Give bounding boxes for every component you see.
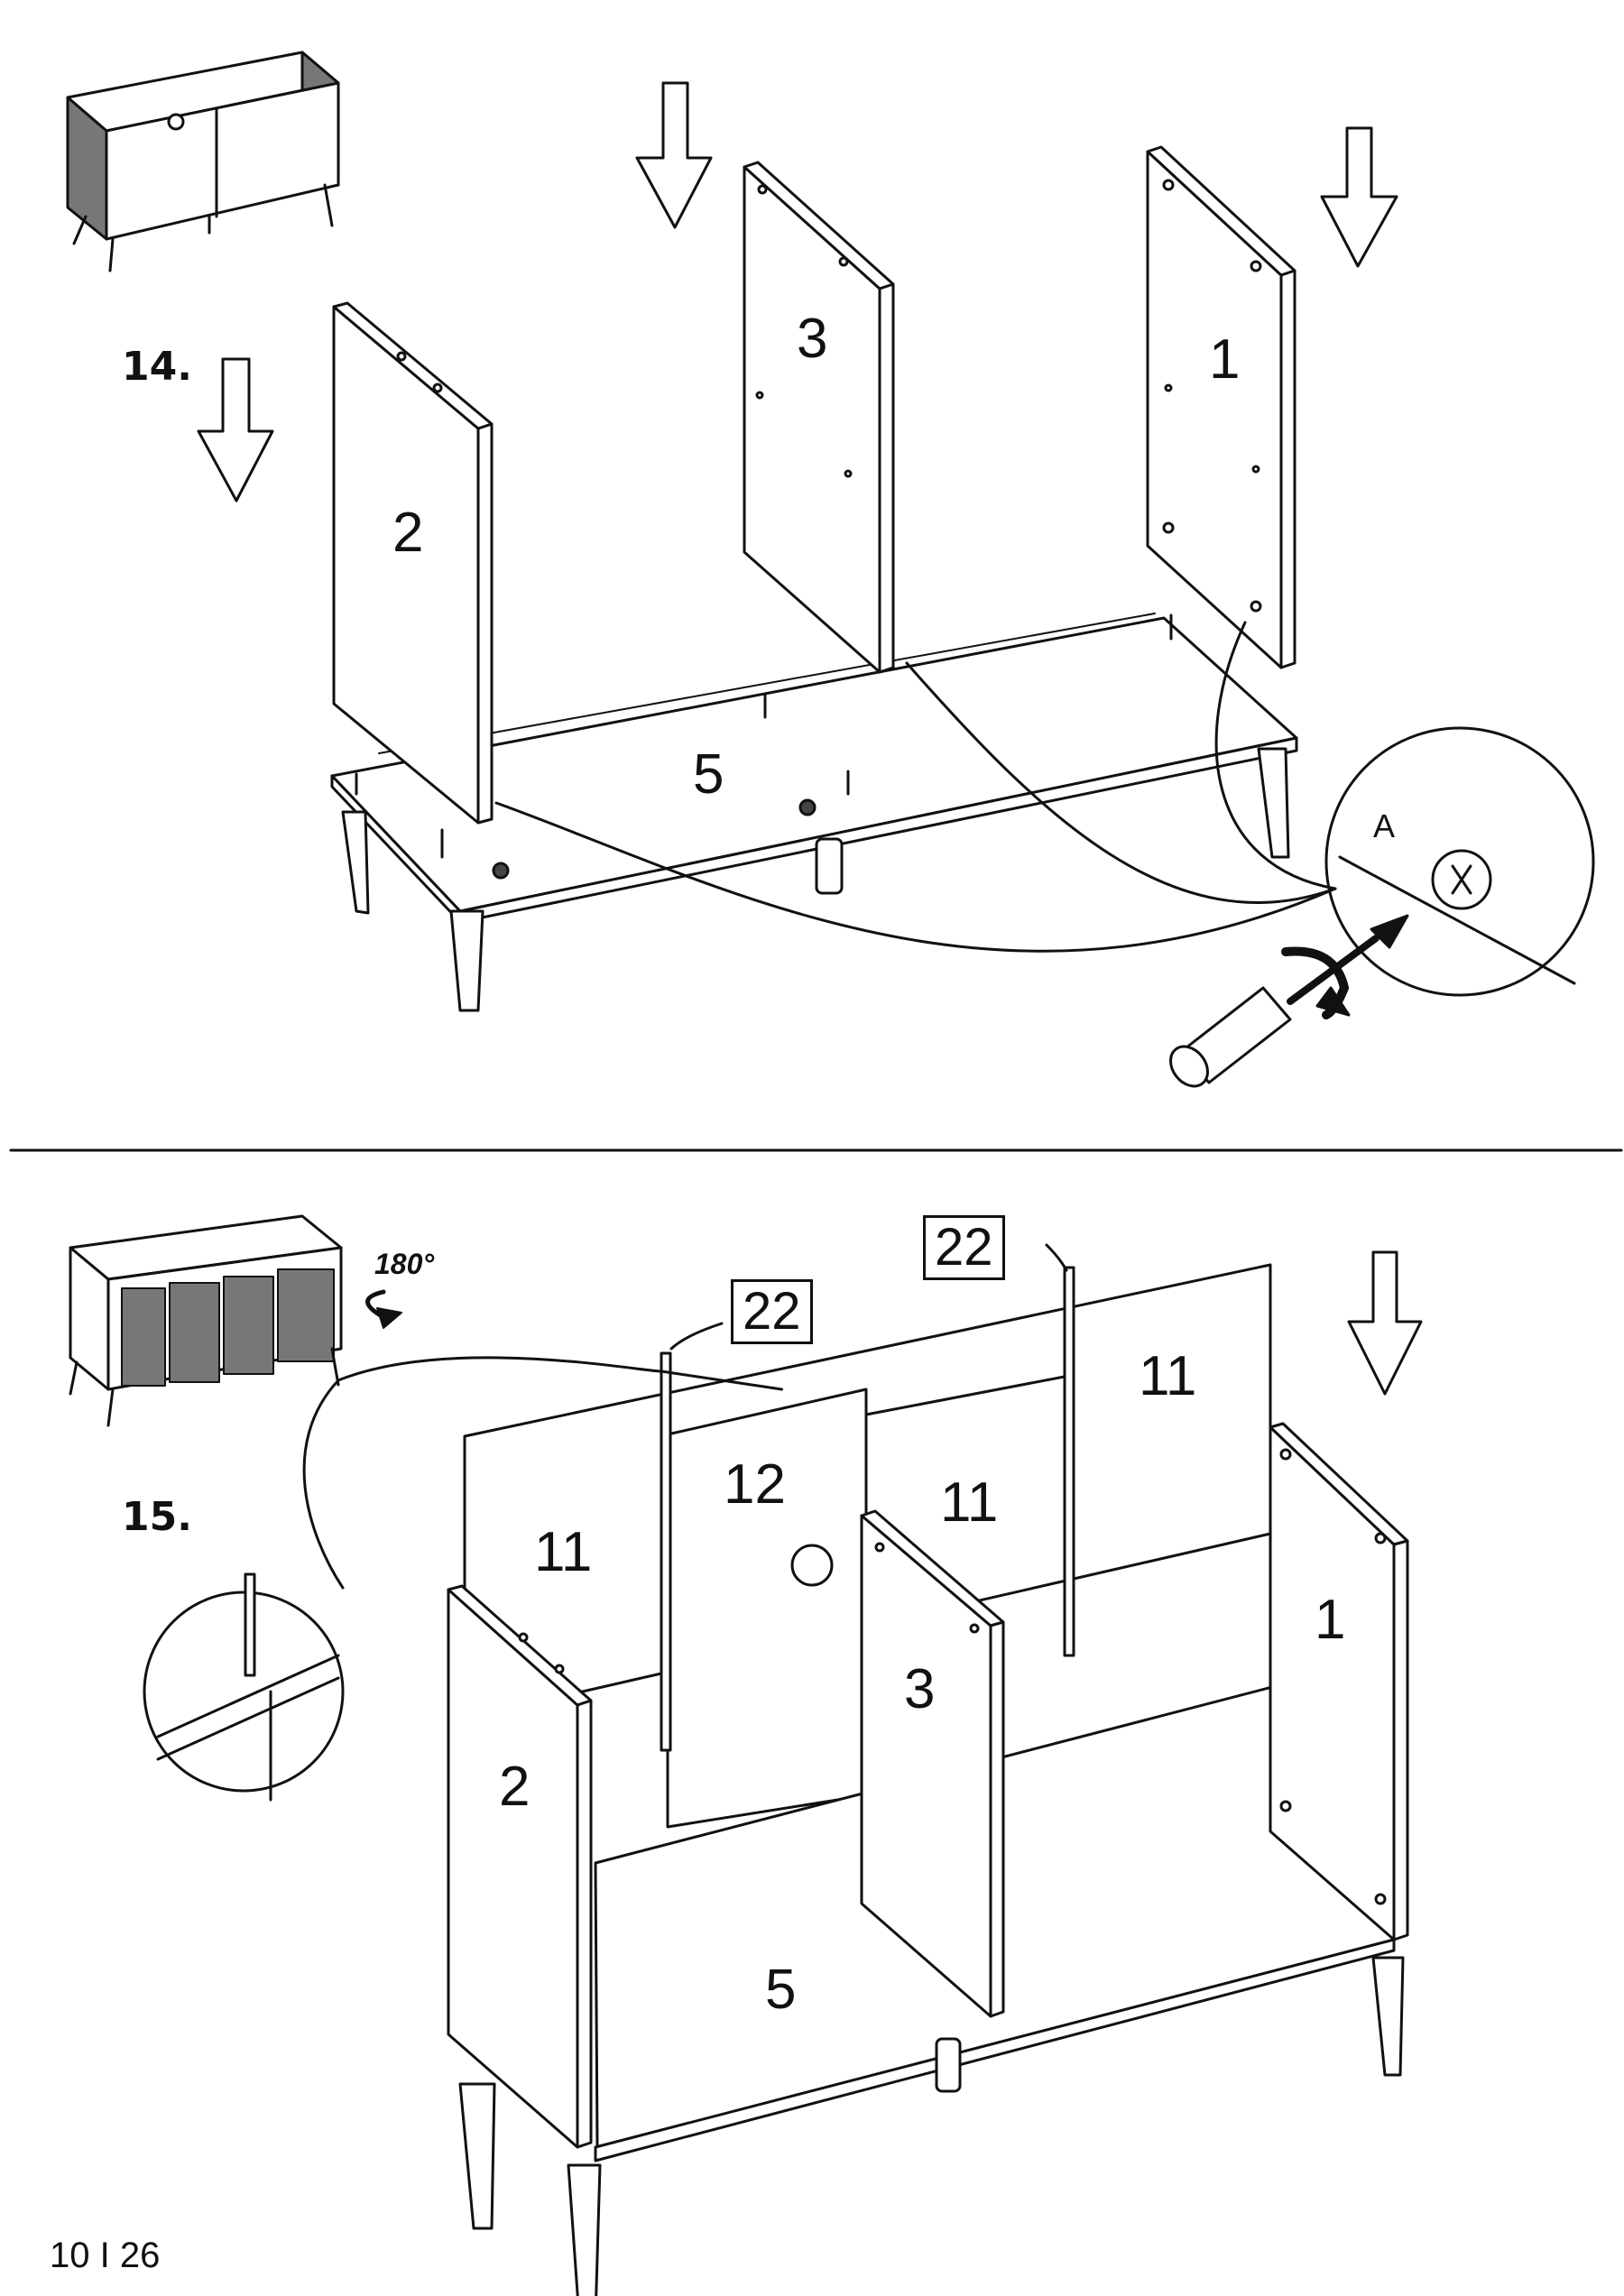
part-3-label: 3: [797, 308, 828, 370]
detail-circle-dowel: [143, 1243, 1068, 1802]
part-11-label: 11: [534, 1521, 593, 1583]
panel-2: [332, 301, 494, 825]
cable-hole: [790, 1544, 834, 1587]
part-3-label: 3: [904, 1658, 936, 1720]
panel-1: [1269, 1422, 1409, 1941]
step15-thumbnail: [69, 1214, 343, 1427]
step14-thumbnail: [66, 51, 340, 272]
down-arrow-icon: [1347, 1250, 1423, 1396]
panel-1: [1146, 145, 1296, 669]
panel-2: [447, 1584, 593, 2149]
part-2-label: 2: [499, 1756, 531, 1818]
part-1-label: 1: [1209, 328, 1241, 391]
detail-a-label: A: [1373, 807, 1396, 844]
part-11-label: 11: [1139, 1345, 1197, 1407]
screwdriver-icon: [1169, 914, 1409, 1088]
panel-5-base: [330, 613, 1298, 1012]
leader-lines-14: [494, 621, 1337, 953]
rotation-label: 180°: [374, 1248, 435, 1280]
part-1-label: 1: [1315, 1589, 1346, 1651]
step-14-number: 14.: [122, 344, 192, 390]
panel-3: [860, 1509, 1005, 2018]
part-5-label: 5: [765, 1959, 797, 2021]
part-11-label: 11: [940, 1471, 999, 1534]
down-arrow-icon: [197, 81, 1398, 503]
dowel-22-label-right: 22: [923, 1215, 1005, 1280]
step-15-number: 15.: [122, 1494, 192, 1540]
page-number: 10 I 26: [50, 2236, 161, 2275]
part-2-label: 2: [392, 502, 424, 564]
dowel-22-label-left: 22: [731, 1279, 813, 1344]
panel-3: [743, 161, 895, 674]
dowel-22: [660, 1266, 1075, 1752]
part-5-label: 5: [693, 743, 724, 806]
part-12-label: 12: [724, 1453, 786, 1516]
detail-circle-a: [1324, 726, 1595, 997]
